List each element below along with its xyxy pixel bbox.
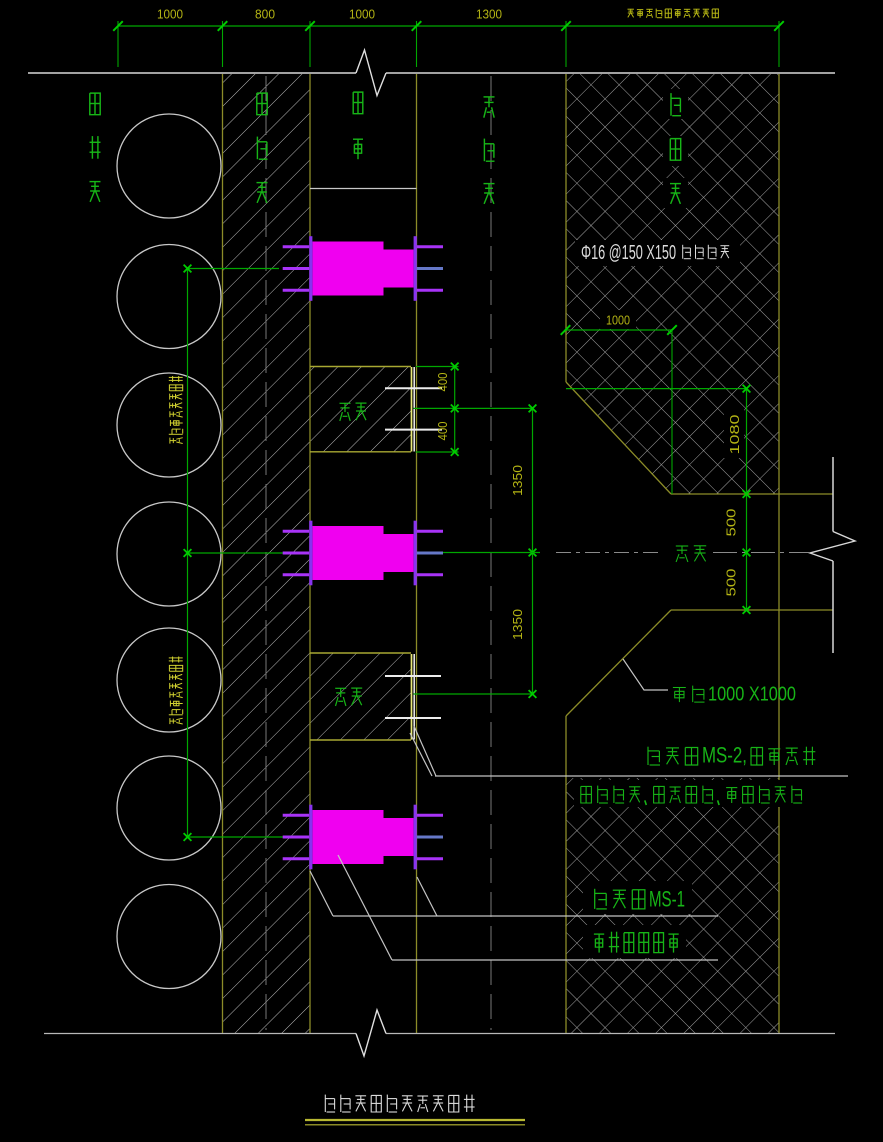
svg-text:1350: 1350 — [510, 609, 525, 640]
svg-text:1000 X1000: 1000 X1000 — [708, 684, 796, 706]
svg-text:1000: 1000 — [157, 7, 183, 22]
svg-text:1080: 1080 — [727, 415, 742, 455]
svg-text:500: 500 — [724, 569, 739, 597]
svg-text:500: 500 — [724, 509, 739, 537]
svg-text:400: 400 — [435, 422, 450, 441]
svg-text:1300: 1300 — [476, 7, 502, 22]
svg-text:MS-1: MS-1 — [649, 887, 685, 912]
svg-text:800: 800 — [255, 7, 275, 22]
svg-text:Φ16 @150 X150: Φ16 @150 X150 — [581, 242, 676, 264]
svg-text:400: 400 — [435, 373, 450, 392]
svg-text:1350: 1350 — [510, 465, 525, 496]
svg-text:1000: 1000 — [606, 313, 630, 328]
svg-text:MS-2,: MS-2, — [702, 743, 747, 768]
svg-text:1000: 1000 — [349, 7, 375, 22]
